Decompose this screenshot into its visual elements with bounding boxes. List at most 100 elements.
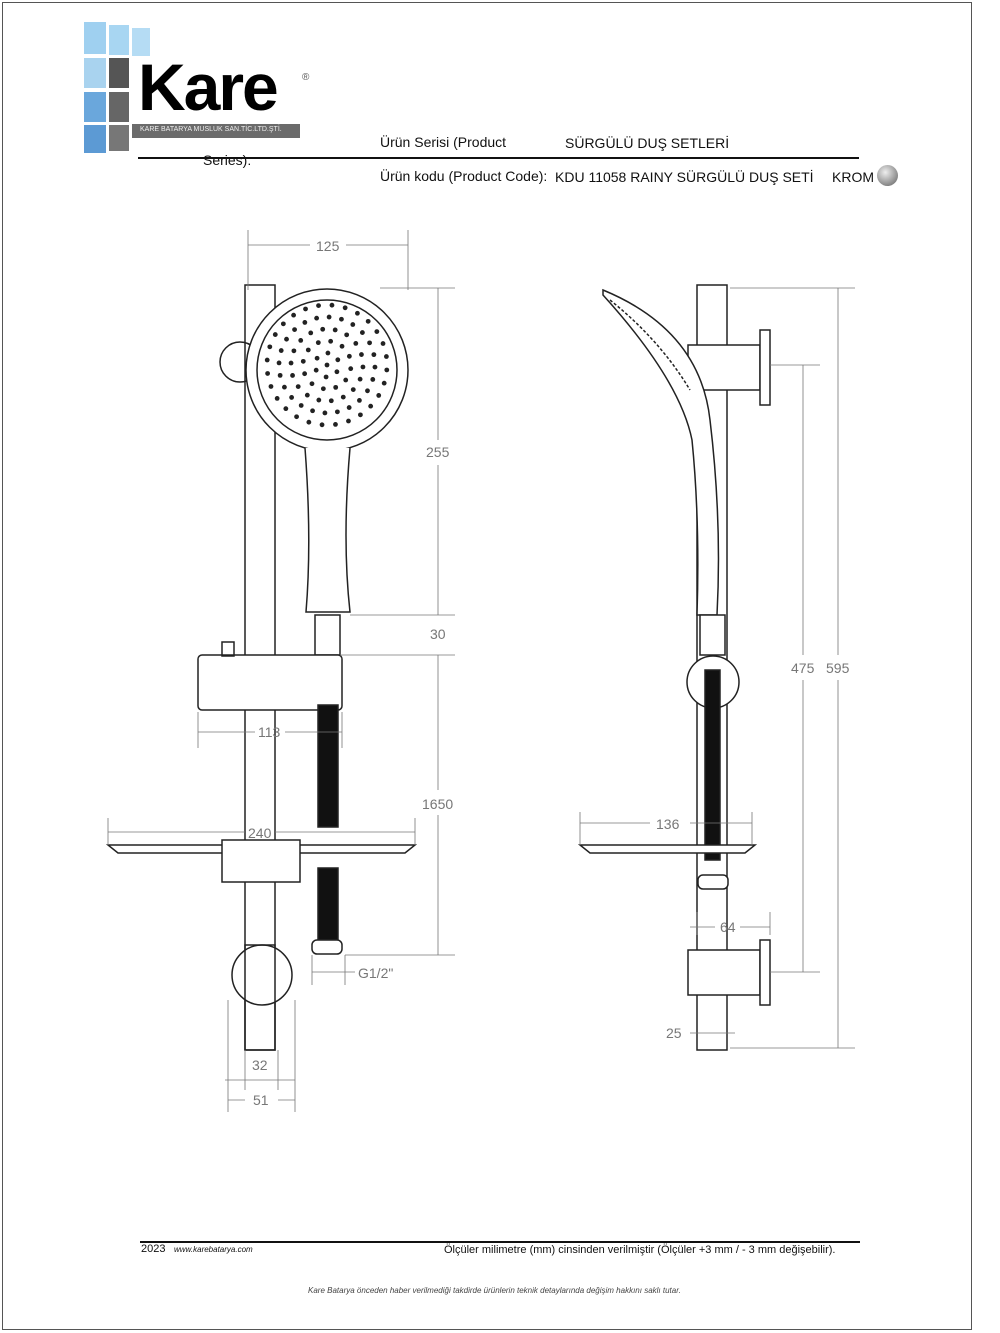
nozzle [358, 412, 363, 418]
nozzle [310, 408, 315, 414]
page-border [2, 2, 972, 1330]
nozzle [314, 355, 320, 361]
nozzle [368, 403, 374, 409]
nozzle [359, 330, 365, 335]
nozzle [346, 418, 351, 424]
nozzle [333, 421, 338, 427]
nozzle [324, 362, 330, 368]
logo-brand: Kare [138, 50, 279, 124]
nozzle [326, 314, 332, 320]
bottom-wall-bracket [231, 944, 293, 1006]
footer-year: 2023 [141, 1243, 166, 1255]
dim-dish: 240 [248, 825, 272, 841]
dimension-lines [107, 230, 855, 1112]
footer-website: www.karebatarya.com [174, 1245, 253, 1254]
nozzle [343, 377, 349, 383]
nozzle [365, 318, 371, 324]
hose-connector [314, 614, 341, 656]
nozzle [308, 330, 314, 336]
dim-bracket-dia: 51 [253, 1092, 269, 1108]
nozzle [316, 303, 321, 309]
series-label: Ürün Serisi (Product [380, 134, 507, 150]
nozzle [353, 341, 359, 346]
nozzle [274, 396, 280, 401]
nozzle [357, 397, 362, 403]
nozzle [280, 321, 286, 327]
nozzle [335, 357, 341, 363]
nozzle [367, 340, 372, 346]
nozzle [322, 410, 328, 416]
nozzle [304, 392, 310, 398]
hose-upper [317, 704, 339, 828]
shower-face [256, 299, 398, 441]
dim-slider: 113 [258, 724, 281, 740]
nozzle [320, 326, 326, 332]
nozzle [380, 341, 386, 346]
nozzle [365, 388, 370, 394]
nozzle [339, 343, 345, 349]
shower-nozzles [264, 302, 390, 428]
nozzle [284, 336, 289, 342]
nozzle [298, 403, 304, 408]
hose-nut [311, 939, 343, 955]
nozzle [294, 414, 299, 420]
dim-total-height: 595 [826, 660, 850, 676]
dim-bracket-spacing: 475 [791, 660, 815, 676]
nozzle [306, 419, 312, 425]
slider-knob [221, 641, 235, 657]
slider [197, 654, 343, 711]
nozzle [283, 406, 289, 412]
side-soap-dish [577, 844, 758, 854]
side-bottom-bracket [687, 949, 761, 996]
soap-dish-holder [221, 839, 301, 883]
nozzle [350, 387, 356, 393]
product-code-value: KDU 11058 RAINY SÜRGÜLÜ DUŞ SETİ [555, 169, 814, 185]
header-rule [138, 157, 859, 159]
nozzle [288, 360, 294, 366]
finish-label: KROM [832, 169, 874, 185]
nozzle [282, 384, 287, 390]
dim-dish-depth: 136 [656, 816, 680, 832]
hose-lower [317, 867, 339, 941]
nozzle [305, 347, 311, 353]
nozzle [276, 360, 282, 366]
footer-note: Ölçüler milimetre (mm) cinsinden verilmi… [444, 1244, 836, 1256]
nozzle [319, 422, 325, 428]
nozzle [291, 348, 297, 354]
series-label-cont: Series): [203, 152, 252, 168]
dim-head-width: 125 [316, 238, 340, 254]
dim-bar-dia: 32 [252, 1057, 268, 1073]
nozzle [372, 364, 378, 370]
nozzle [264, 357, 270, 363]
footer-rule [140, 1241, 860, 1243]
nozzle [328, 338, 334, 344]
nozzle [340, 394, 346, 400]
nozzle [348, 366, 354, 372]
nozzle [302, 320, 308, 325]
nozzle [334, 369, 340, 375]
nozzle [370, 377, 376, 382]
nozzle [314, 315, 320, 321]
nozzle [360, 364, 366, 370]
nozzle [350, 322, 356, 327]
dim-thread: G1/2" [358, 965, 393, 981]
dim-head-height: 255 [426, 444, 450, 460]
side-shower-head [602, 288, 720, 616]
nozzle [309, 381, 315, 387]
nozzle [302, 371, 308, 377]
product-code-label: Ürün kodu (Product Code): [380, 168, 548, 184]
logo-squares [84, 22, 300, 153]
nozzle [374, 329, 380, 334]
nozzle [289, 395, 295, 400]
nozzle [290, 373, 295, 378]
series-value: SÜRGÜLÜ DUŞ SETLERİ [565, 135, 730, 151]
nozzle [339, 316, 344, 322]
dim-hose: 1650 [422, 796, 453, 812]
hand-shower-handle [304, 447, 351, 613]
nozzle [323, 374, 329, 380]
nozzle [278, 348, 284, 353]
nozzle [346, 405, 352, 410]
nozzle [344, 332, 350, 338]
registered-mark: ® [302, 72, 310, 83]
